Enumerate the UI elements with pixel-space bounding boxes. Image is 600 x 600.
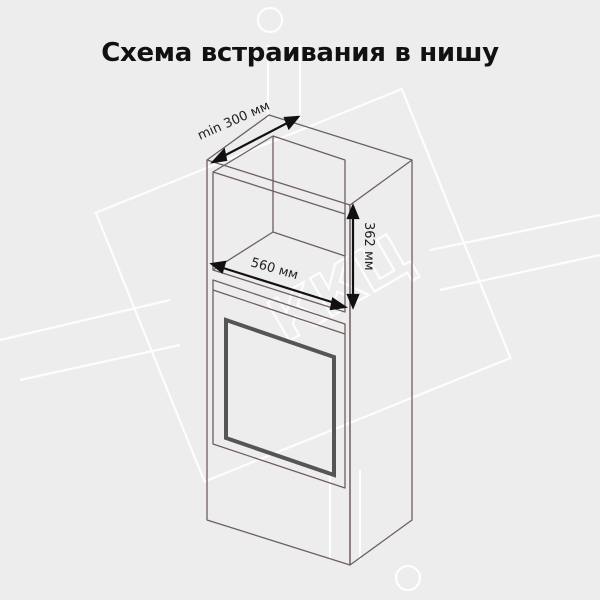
depth-arrow — [217, 119, 294, 160]
depth-arrow-head-start — [210, 147, 228, 164]
watermark-circle-top — [256, 6, 284, 34]
height-dimension-label: 362 мм — [361, 222, 376, 271]
niche-opening — [212, 171, 346, 313]
depth-arrow-head-end — [283, 115, 301, 131]
width-arrow-head-end — [329, 297, 349, 311]
oven-control-panel-line — [212, 289, 346, 335]
cabinet-side-face — [349, 159, 413, 566]
width-arrow-head-start — [209, 260, 227, 274]
width-arrow — [219, 265, 339, 306]
height-arrow-head-end — [346, 293, 360, 310]
watermark-circle-bottom — [394, 564, 422, 592]
height-arrow-head-start — [346, 203, 360, 220]
cabinet-front-face — [206, 159, 351, 566]
oven-front — [212, 279, 346, 489]
page-title: Схема встраивания в нишу — [101, 38, 499, 68]
oven-glass — [224, 317, 336, 478]
niche-back-edge — [212, 135, 346, 214]
cabinet-top-edge — [206, 114, 413, 161]
